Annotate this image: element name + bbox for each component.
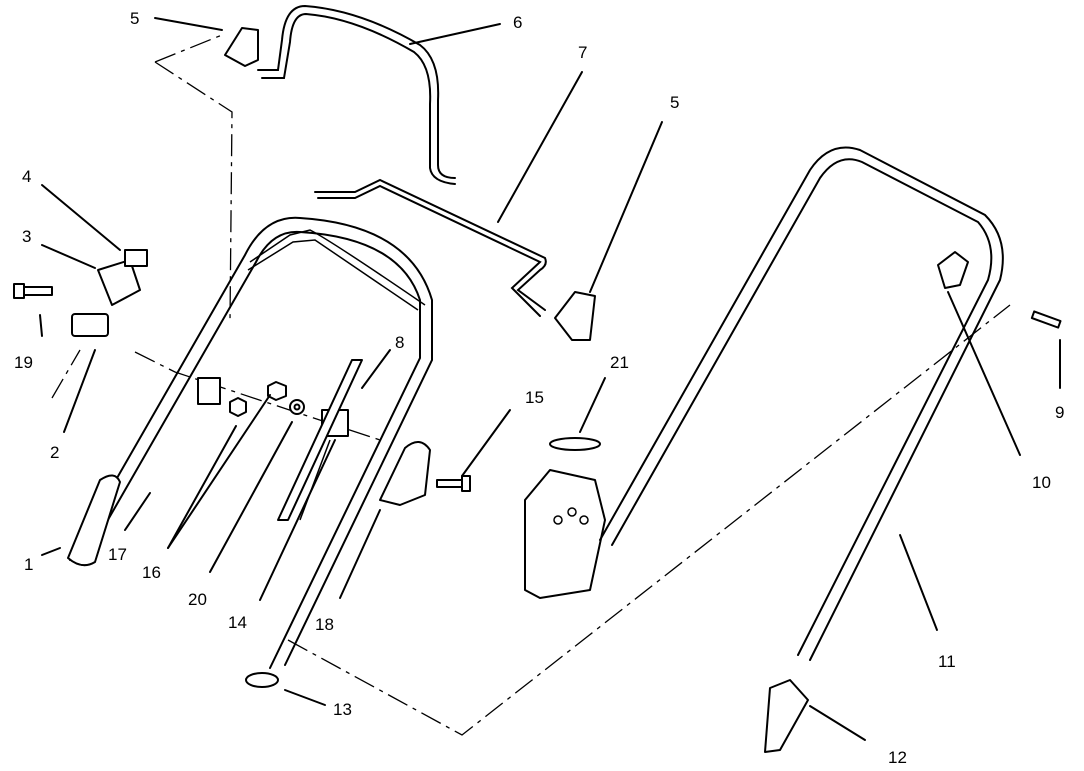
callout-4: 4 [22, 167, 31, 186]
callout-20: 20 [188, 590, 207, 609]
spring-plate [549, 437, 601, 451]
callout-9: 9 [1055, 403, 1064, 422]
bolt-19 [13, 283, 53, 299]
callout-2: 2 [50, 443, 59, 462]
control-rod [314, 178, 547, 311]
callout-12: 12 [888, 748, 907, 767]
callout-8: 8 [395, 333, 404, 352]
callout-18: 18 [315, 615, 334, 634]
upper-handle-rod [257, 4, 456, 179]
callout-1: 1 [24, 555, 33, 574]
assembly-lines [51, 34, 1011, 736]
callout-19: 19 [14, 353, 33, 372]
height-adjust-plate [524, 469, 606, 599]
callout-10: 10 [1032, 473, 1051, 492]
knob-10 [937, 251, 969, 289]
callout-6: 6 [513, 13, 522, 32]
callout-15: 15 [525, 388, 544, 407]
callout-5-top: 5 [130, 9, 139, 28]
callout-3: 3 [22, 227, 31, 246]
leader-lines [39, 17, 1061, 741]
callout-21: 21 [610, 353, 629, 372]
callout-11: 11 [938, 652, 956, 671]
bail-lever [379, 441, 431, 506]
callout-7: 7 [578, 43, 587, 62]
bracket-right [554, 291, 596, 341]
callout-17: 17 [108, 545, 127, 564]
callout-16: 16 [142, 563, 161, 582]
right-handle [599, 146, 1004, 661]
link-bar [277, 359, 363, 521]
callout-labels: 1 2 3 4 5 6 7 5 8 9 10 11 12 13 14 15 16… [14, 9, 1064, 767]
callout-14: 14 [228, 613, 247, 632]
bracket-top [224, 27, 259, 67]
handle-knob [71, 249, 148, 337]
callout-5-right: 5 [670, 93, 679, 112]
lower-bracket [764, 679, 809, 753]
end-cap [245, 672, 279, 688]
left-handle [69, 216, 433, 669]
bolt-9 [1030, 310, 1062, 329]
bolt-15 [436, 475, 471, 492]
callout-13: 13 [333, 700, 352, 719]
grip-sleeve [67, 474, 121, 567]
